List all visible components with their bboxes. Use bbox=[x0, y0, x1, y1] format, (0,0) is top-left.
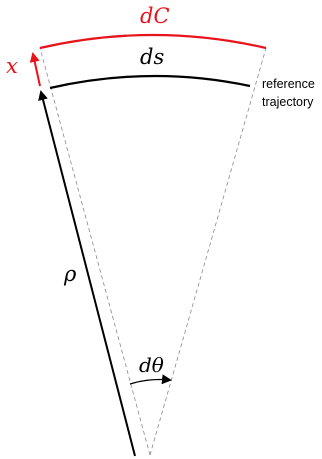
dtheta-label: dθ bbox=[139, 353, 164, 377]
reference-label-line2: trajectory bbox=[262, 95, 314, 109]
dtheta-arc bbox=[129, 374, 172, 385]
x-arrow bbox=[29, 52, 41, 87]
rho-arrow bbox=[38, 90, 136, 457]
dc-arc bbox=[39, 33, 267, 50]
ds-label: ds bbox=[140, 45, 164, 69]
ds-arc bbox=[49, 74, 251, 90]
rho-label: ρ bbox=[63, 262, 77, 286]
right-dashed-edge bbox=[149, 47, 267, 456]
reference-label-line1: reference bbox=[262, 77, 315, 91]
dc-label: dC bbox=[140, 4, 170, 28]
x-label: x bbox=[6, 54, 18, 78]
left-dashed-edge bbox=[39, 47, 151, 456]
